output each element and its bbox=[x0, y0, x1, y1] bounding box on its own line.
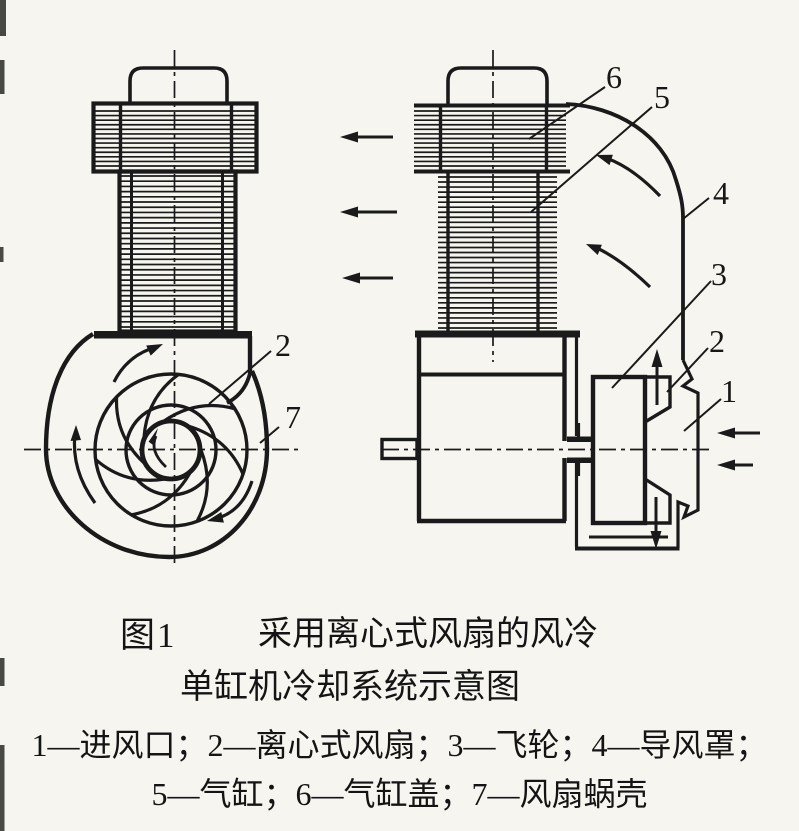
leader-left-fan bbox=[208, 350, 272, 405]
right-cylinder-head bbox=[414, 103, 570, 174]
airflow-arrow-fan-up bbox=[651, 349, 663, 405]
leader-cylinder bbox=[530, 106, 653, 213]
figure-title-line-1: 采用离心式风扇的风冷 bbox=[258, 616, 598, 653]
label-left-fan: 2 bbox=[275, 327, 291, 363]
airflow-arrow-volute-topleft bbox=[112, 344, 163, 383]
scan-edge-artifacts-lower bbox=[0, 658, 5, 831]
fan-impeller bbox=[93, 372, 249, 528]
figure-legend-line-2: 5—气缸；6—气缸盖；7—风扇蜗壳 bbox=[151, 776, 648, 812]
label-shroud: 4 bbox=[713, 175, 729, 211]
crankshaft-stub bbox=[380, 437, 419, 461]
right-head-fins bbox=[414, 110, 566, 167]
lower-canvas bbox=[0, 658, 5, 831]
left-cylinder-barrel bbox=[117, 169, 238, 334]
label-left-volute: 7 bbox=[285, 399, 301, 435]
leader-head bbox=[528, 86, 606, 140]
airflow-arrows-out-left bbox=[340, 131, 397, 284]
impeller-rim bbox=[93, 372, 249, 528]
label-inlet: 1 bbox=[721, 373, 737, 409]
shaft-hub bbox=[567, 423, 594, 476]
airflow-arrow-volute-bottomright bbox=[207, 480, 254, 523]
leader-fan bbox=[666, 347, 709, 393]
figure-canvas: 2 7 bbox=[0, 0, 760, 567]
left-view-side: 2 7 bbox=[24, 50, 302, 567]
scan-edge-artifacts bbox=[0, 0, 6, 262]
right-view-front: 6 5 4 3 2 1 bbox=[340, 50, 760, 551]
label-cylinder: 5 bbox=[654, 79, 670, 115]
airflow-arrow-duct-down bbox=[650, 497, 662, 549]
label-right-fan: 2 bbox=[709, 323, 725, 359]
right-view-leaders bbox=[528, 86, 722, 432]
impeller-blades bbox=[94, 373, 245, 523]
left-cylinder-fins bbox=[120, 175, 235, 328]
right-valve-cover bbox=[446, 66, 549, 104]
airflow-arrow-shroud-lower bbox=[586, 244, 652, 289]
leader-inlet bbox=[683, 398, 722, 432]
label-flywheel: 3 bbox=[711, 256, 727, 292]
shroud-bottom-duct bbox=[575, 535, 680, 551]
leader-shroud bbox=[682, 197, 710, 220]
airflow-arrows-inlet bbox=[717, 427, 760, 471]
inlet-bell bbox=[676, 359, 700, 548]
right-cylinder-barrel bbox=[438, 173, 557, 331]
volute-tongue bbox=[226, 370, 253, 405]
figure-legend-line-1: 1—进风口；2—离心式风扇；3—飞轮；4—导风罩； bbox=[31, 727, 768, 763]
figure-title-line-2: 单缸机冷却系统示意图 bbox=[180, 669, 520, 706]
crankcase bbox=[415, 330, 580, 524]
fan-volute-outer-wall bbox=[43, 332, 270, 560]
crankcase-top-flange bbox=[415, 330, 580, 338]
flywheel bbox=[590, 374, 648, 526]
figure-number: 图1 bbox=[120, 616, 177, 655]
left-valve-cover bbox=[128, 66, 229, 104]
left-base-flange bbox=[94, 331, 252, 339]
impeller-hub bbox=[139, 418, 203, 482]
leader-left-volute bbox=[259, 426, 280, 444]
airflow-arrow-volute-left bbox=[70, 425, 97, 504]
leader-flywheel bbox=[611, 280, 712, 389]
label-head: 6 bbox=[606, 59, 622, 95]
airflow-arrow-hub bbox=[148, 428, 167, 469]
air-guide-shroud bbox=[565, 102, 685, 360]
airflow-arrow-shroud-upper bbox=[596, 154, 662, 198]
